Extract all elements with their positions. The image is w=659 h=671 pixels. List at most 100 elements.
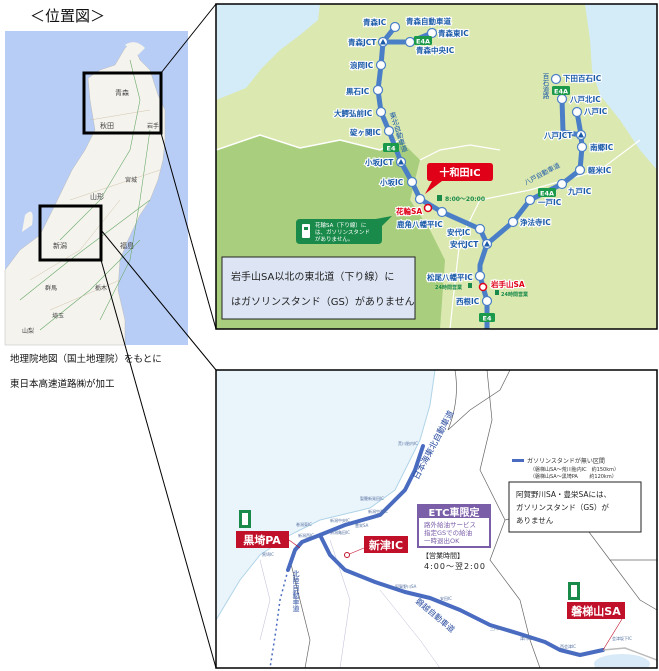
ic-aizu-bange: 会津坂下IC [612,635,632,641]
label-aomori-ic: 青森IC [363,17,387,27]
etc-limited-box: ETC車限定 路外給油サービス 指定GSでの給油 一時退出OK [417,504,491,548]
towada-ic-callout: 十和田IC [425,163,493,194]
towada-hours: 8:00～20:00 [445,196,485,203]
badge-e4a-hachinohe: E4A [538,188,556,198]
locator-box-north [82,71,163,135]
label-aomori-jct: 青森JCT [348,37,377,47]
gs-icon-iwatesan-left [468,283,472,288]
road-hokuriku: 北陸自動車道 [292,570,300,613]
ic-seiro: 聖籠新発田IC [360,495,384,501]
label-kosaka-jct: 小坂JCT [365,157,394,167]
sa-toyosaka: 豊栄SA [355,522,369,528]
svg-text:岩手山SA以北の東北道（下り線）に: 岩手山SA以北の東北道（下り線）に [231,270,394,283]
svg-text:ありません: ありません [516,516,554,525]
ic-niigata-nishi: 新潟西IC [298,532,314,538]
credit-line-2: 東日本高速道路㈱が加工 [10,378,115,390]
locator-map: 青森 秋田 岩手 山形 新潟 福島 宮城 群馬 栃木 埼玉 山梨 [4,31,188,346]
niitsu-ic-label: 新津IC [364,536,408,553]
north-notice-box: 岩手山SA以北の東北道（下り線）に はガソリンスタンド（GS）がありません [221,256,416,320]
badge-e4a-aomori: E4A [414,36,432,46]
ic-arakawa: 荒川胎内IC [398,440,418,446]
label-namioka-ic: 浪岡IC [350,60,374,70]
svg-text:がありません。: がありません。 [315,235,353,243]
label-ichinohe-ic: 一戸IC [538,198,562,207]
place-niigata: 新潟 [53,241,67,250]
place-fukushima: 福島 [120,241,134,250]
hours-24-right: 24時間営業 [501,291,529,298]
locator-box-south [38,204,103,262]
badge-e4a-momoishi: E4A [552,86,570,96]
svg-text:花輪SA（下り線）に: 花輪SA（下り線）に [315,221,366,229]
label-johoji-ic: 浄法寺IC [520,217,551,227]
label-hachinohe-ic: 八戸IC [583,107,608,116]
south-map: 荒川胎内IC 聖籠新発田IC 新潟中央IC 新潟亀田IC 巻潟東IC 豊栄SA … [216,370,657,668]
ic-kurosaki: 黒埼IC [262,551,274,557]
ic-mikawa: 三川IC [490,626,502,631]
place-miyagi: 宮城 [125,176,137,184]
gas-pump-icon [302,224,310,238]
legend: ガソリンスタンドが無い区間 （磐梯山SA～荒川胎内IC 約150km） （磐梯山… [512,457,619,480]
place-iwate: 岩手 [147,122,159,130]
svg-text:ガソリンスタンド（GS）が: ガソリンスタンド（GS）が [516,502,609,512]
svg-text:ガソリンスタンドが無い区間: ガソリンスタンドが無い区間 [527,457,605,465]
badge-e4-north: E4 [383,143,399,153]
label-aomori-higashi-ic: 青森東IC [438,28,469,38]
place-aomori: 青森 [115,88,129,97]
gs-icon-kurosaki [239,510,251,528]
label-karumai-ic: 軽米IC [588,165,612,175]
label-ashiro-ic: 安代IC [447,227,471,237]
kurosaki-pa-label: 黒埼PA [236,531,289,548]
svg-text:（磐梯山SA～黒埼PA 約120km）: （磐梯山SA～黒埼PA 約120km） [530,473,617,480]
svg-text:阿賀野川SA・豊栄SAには、: 阿賀野川SA・豊栄SAには、 [516,489,611,499]
place-yamagata: 山形 [90,192,104,201]
svg-text:E4: E4 [387,145,396,153]
hanawa-sa-marker [423,203,433,213]
hanawa-note: 花輪SA（下り線）に は、ガソリンスタンド がありません。 [296,216,392,244]
gs-icon-bandaisan [568,582,580,600]
label-kuroishi-ic: 黒石IC [346,86,370,96]
svg-text:（磐梯山SA～荒川胎内IC 約150km）: （磐梯山SA～荒川胎内IC 約150km） [530,466,619,473]
svg-text:黒埼PA: 黒埼PA [243,533,281,547]
ic-maki: 巻潟東IC [296,521,312,527]
road-momoishi: 百石道路 [541,73,549,101]
svg-text:指定GSでの給油: 指定GSでの給油 [424,528,472,537]
ic-yasuda: 安田IC [440,595,452,601]
leader-lines [100,3,217,669]
hours-value: 4:00～翌2:00 [424,562,486,571]
hours-label: 【営業時間】 [422,551,464,560]
svg-text:ETC車限定: ETC車限定 [429,506,480,519]
label-shimoda-ic: 下田百石IC [563,74,602,83]
node-aomori-ic [389,21,401,33]
iwatesan-sa-label: 岩手山SA [490,279,525,289]
iwatesan-sa-marker [478,282,488,292]
place-tochigi: 栃木 [95,284,107,292]
place-akita: 秋田 [100,121,114,130]
svg-text:E4A: E4A [540,190,554,198]
south-notice-box: 阿賀野川SA・豊栄SAには、 ガソリンスタンド（GS）が ありません [508,481,642,533]
svg-text:は、ガソリンスタンド: は、ガソリンスタンド [315,228,370,236]
svg-text:新津IC: 新津IC [369,538,403,552]
label-kazuno-ic: 鹿角八幡平IC [397,219,443,229]
bandaisan-sa-label: 磐梯山SA [567,602,625,619]
locator-title: ＜位置図＞ [30,7,105,25]
label-ashiro-jct: 安代JCT [450,239,479,249]
ic-nishiaizu: 西会津IC [560,643,576,649]
label-nishine-ic: 西根IC [456,296,480,306]
svg-text:路外給油サービス: 路外給油サービス [424,520,476,529]
svg-text:はガソリンスタンド（GS）がありません: はガソリンスタンド（GS）がありません [231,295,415,308]
gs-icon-towada [437,195,442,201]
north-map: 青森IC 青森JCT 青森東IC 青森中央IC 浪岡IC 黒石IC 大鰐弘前IC… [216,4,657,329]
ic-niigata-chuo: 新潟中央IC [330,517,350,523]
ic-niigata-airport: 新潟空港IC [368,508,388,514]
ic-tsugawa: 津川IC [520,635,532,641]
label-ikarigaseki-ic: 碇ヶ関IC [350,127,381,137]
gs-icon-iwatesan-right [495,290,499,295]
hanawa-sa-label: 花輪SA [396,206,422,216]
svg-text:E4A: E4A [416,38,430,46]
road-aomori-expwy: 青森自動車道 [406,16,451,26]
badge-e4-south: E4 [479,313,495,323]
svg-text:一時退出OK: 一時退出OK [424,536,460,545]
place-yamanashi: 山梨 [22,327,34,335]
credit-line-1: 地理院地図（国土地理院）をもとに [10,353,162,365]
